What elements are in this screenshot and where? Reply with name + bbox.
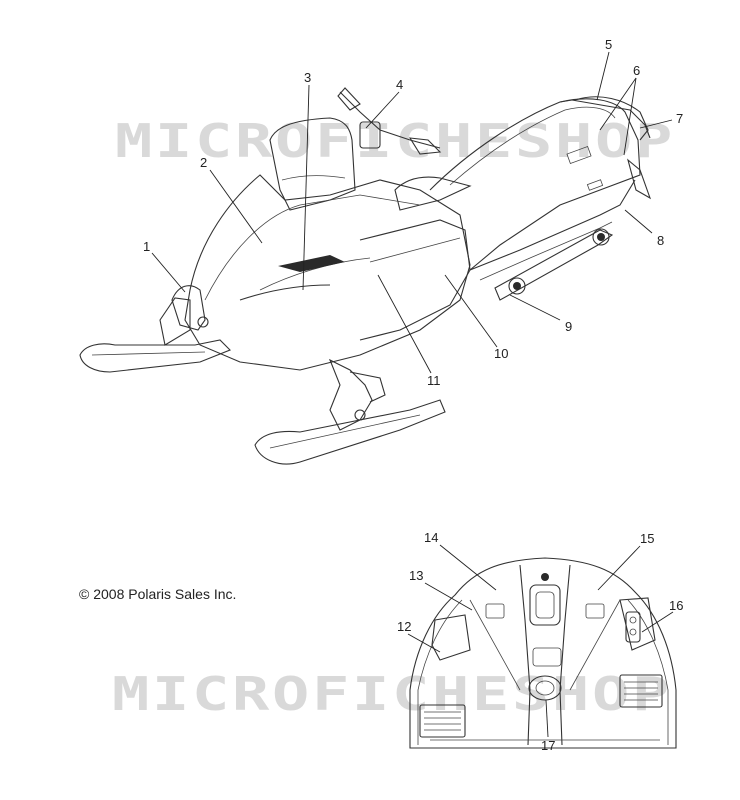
callout-4: 4 xyxy=(396,77,403,92)
callout-6: 6 xyxy=(633,63,640,78)
leader-lines-lower xyxy=(407,544,674,738)
belly-pan-illustration xyxy=(409,557,677,749)
watermark-lower: MICROFICHESHOP xyxy=(112,667,672,721)
callout-1: 1 xyxy=(143,239,150,254)
callout-3: 3 xyxy=(304,70,311,85)
callout-2: 2 xyxy=(200,155,207,170)
leader-lines-upper xyxy=(151,51,673,374)
callout-14: 14 xyxy=(424,530,438,545)
callout-17: 17 xyxy=(541,738,555,753)
callout-11: 11 xyxy=(427,373,441,388)
callout-5: 5 xyxy=(605,37,612,52)
callout-12: 12 xyxy=(397,619,411,634)
snowmobile-illustration xyxy=(79,87,652,465)
callout-10: 10 xyxy=(494,346,508,361)
callout-15: 15 xyxy=(640,531,654,546)
callout-9: 9 xyxy=(565,319,572,334)
svg-text:MICROFICHESHOP: MICROFICHESHOP xyxy=(112,667,672,721)
watermark-upper: MICROFICHESHOP xyxy=(115,114,675,168)
callout-13: 13 xyxy=(409,568,423,583)
callout-7: 7 xyxy=(676,111,683,126)
callout-8: 8 xyxy=(657,233,664,248)
callout-16: 16 xyxy=(669,598,683,613)
copyright-notice: © 2008 Polaris Sales Inc. xyxy=(79,586,237,602)
svg-text:MICROFICHESHOP: MICROFICHESHOP xyxy=(115,114,675,168)
callout-labels: 1 2 3 4 5 6 7 8 9 10 11 12 13 14 15 16 1… xyxy=(143,37,683,753)
